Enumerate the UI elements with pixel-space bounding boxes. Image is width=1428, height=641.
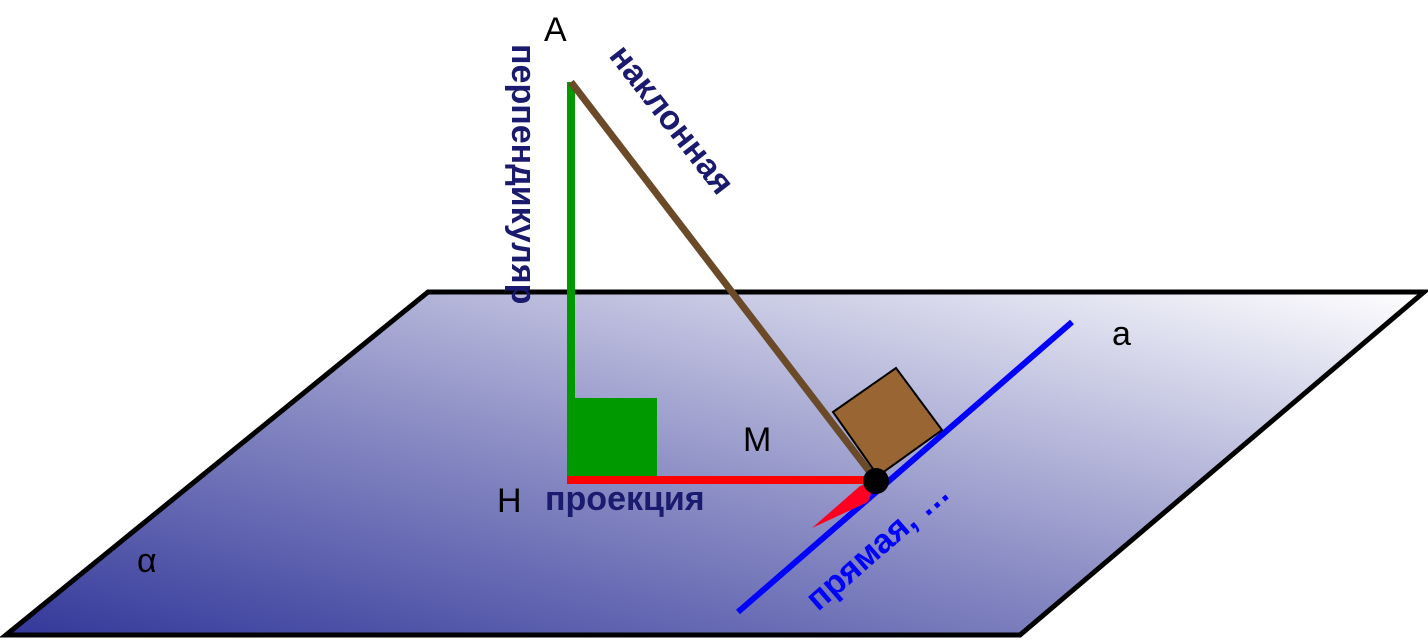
projection-marker — [812, 480, 876, 528]
label-projection: проекция — [545, 480, 705, 518]
label-h: H — [497, 482, 522, 520]
right-angle-square-h — [571, 398, 657, 478]
plane-alpha — [0, 289, 1428, 638]
oblique-am — [568, 79, 879, 483]
point-m — [863, 468, 889, 494]
label-m: M — [743, 421, 771, 459]
label-plane-alpha: α — [137, 542, 157, 580]
label-oblique: наклонная — [602, 38, 742, 202]
label-line-a: a — [1112, 315, 1131, 353]
line-a — [736, 319, 1074, 615]
label-perpendicular: перпендикуляр — [504, 44, 542, 304]
label-a: A — [544, 11, 567, 49]
right-angle-box-m — [831, 366, 944, 478]
